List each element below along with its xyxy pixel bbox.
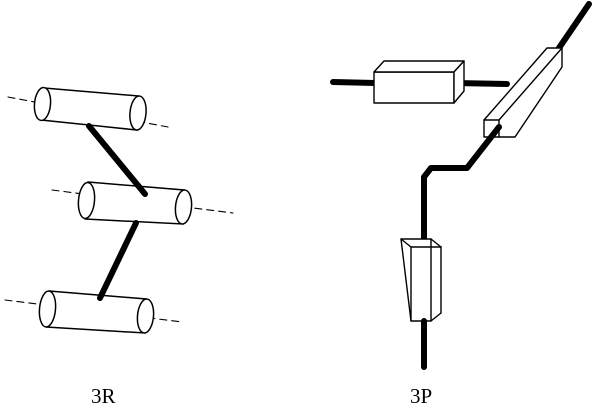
link-1 — [86, 123, 148, 197]
prismatic-rod-horizontal-left — [330, 79, 378, 86]
revolute-joint-3 — [38, 290, 155, 334]
prismatic-joint-diagonal — [483, 47, 563, 138]
prismatic-joint-vertical — [400, 238, 442, 322]
connecting-link — [421, 124, 502, 241]
revolute-joint-1 — [33, 86, 147, 131]
label-3p: 3P — [410, 384, 433, 408]
prismatic-chain-3p — [330, 1, 592, 370]
revolute-chain-3r — [4, 86, 234, 334]
prismatic-rod-diagonal-top — [556, 1, 592, 51]
link-2 — [97, 220, 139, 301]
revolute-joint-2 — [77, 181, 193, 225]
prismatic-joint-horizontal — [373, 60, 465, 104]
label-3r: 3R — [91, 384, 116, 408]
